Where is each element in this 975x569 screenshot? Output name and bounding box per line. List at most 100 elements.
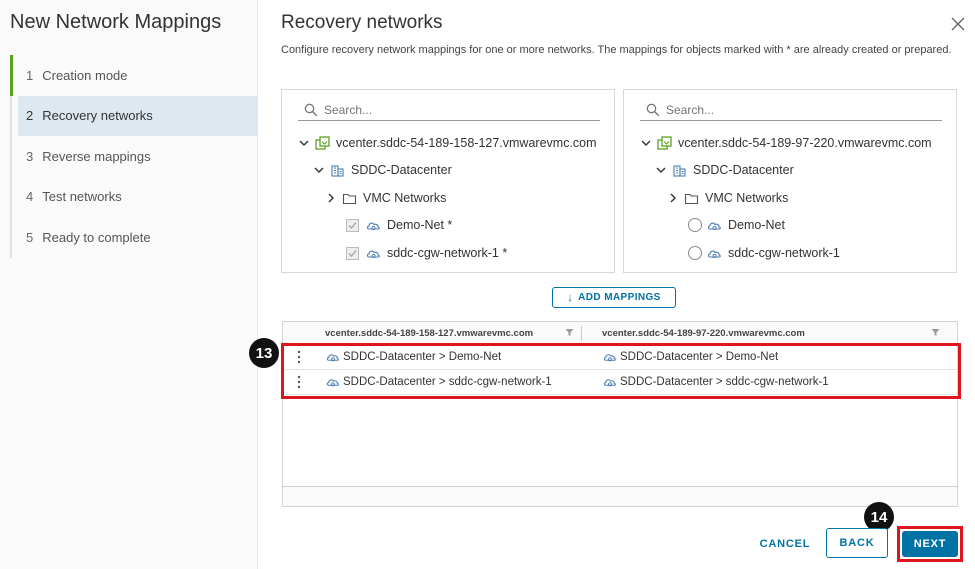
- wizard-title: New Network Mappings: [10, 11, 222, 33]
- network-icon: [707, 222, 721, 230]
- annotation-badge: 14: [864, 502, 894, 532]
- vcenter-icon: [657, 135, 672, 150]
- step-label: Recovery networks: [42, 108, 153, 124]
- tree-label: SDDC-Datacenter: [693, 163, 794, 177]
- step-number: 2: [26, 108, 34, 124]
- chevron-down-icon[interactable]: [298, 137, 310, 149]
- chevron-right-icon[interactable]: [667, 192, 679, 204]
- radio-button[interactable]: [688, 218, 702, 232]
- annotation-highlight-rows: [281, 343, 961, 399]
- tree-label: Demo-Net *: [387, 218, 453, 232]
- search-icon: [646, 103, 660, 116]
- target-network-tree: vcenter.sddc-54-189-97-220.vmwarevmc.com…: [623, 89, 957, 273]
- cancel-button[interactable]: CANCEL: [759, 538, 811, 550]
- tree-node-network[interactable]: sddc-cgw-network-1: [688, 244, 840, 262]
- tree-label: vcenter.sddc-54-189-158-127.vmwarevmc.co…: [336, 136, 597, 150]
- grid-footer: [283, 486, 957, 506]
- folder-icon: [342, 193, 357, 204]
- target-cell: SDDC-Datacenter > Demo-Net: [603, 350, 778, 364]
- close-icon[interactable]: [948, 14, 968, 34]
- kebab-menu-icon[interactable]: [296, 349, 302, 365]
- table-row[interactable]: SDDC-Datacenter > sddc-cgw-network-1 SDD…: [283, 370, 957, 395]
- chevron-right-icon[interactable]: [325, 192, 337, 204]
- tree-node-vcenter[interactable]: vcenter.sddc-54-189-97-220.vmwarevmc.com: [640, 134, 932, 152]
- tree-label: SDDC-Datacenter: [351, 163, 452, 177]
- step-recovery-networks[interactable]: 2 Recovery networks: [18, 95, 258, 136]
- tree-node-network[interactable]: Demo-Net: [688, 216, 785, 234]
- cell-text: SDDC-Datacenter > Demo-Net: [343, 351, 502, 363]
- tree-node-folder[interactable]: VMC Networks: [667, 189, 788, 207]
- network-icon: [366, 250, 380, 258]
- filter-icon[interactable]: [931, 328, 940, 337]
- step-label: Test networks: [42, 189, 122, 205]
- tree-label: Demo-Net: [728, 218, 785, 232]
- column-header-target[interactable]: vcenter.sddc-54-189-97-220.vmwarevmc.com: [602, 328, 805, 339]
- tree-label: VMC Networks: [705, 191, 789, 205]
- source-network-tree: vcenter.sddc-54-189-158-127.vmwarevmc.co…: [281, 89, 615, 273]
- step-label: Reverse mappings: [42, 148, 151, 164]
- target-search[interactable]: [640, 99, 942, 121]
- wizard-nav: New Network Mappings 1 Creation mode 2 R…: [0, 0, 258, 569]
- cell-text: SDDC-Datacenter > sddc-cgw-network-1: [620, 376, 829, 388]
- tree-node-vcenter[interactable]: vcenter.sddc-54-189-158-127.vmwarevmc.co…: [298, 134, 597, 152]
- step-test-networks[interactable]: 4 Test networks: [12, 177, 258, 218]
- vcenter-icon: [315, 135, 330, 150]
- network-icon: [326, 354, 339, 362]
- network-icon: [707, 250, 721, 258]
- tree-label: VMC Networks: [363, 191, 447, 205]
- search-input[interactable]: [324, 102, 584, 117]
- tree-label: vcenter.sddc-54-189-97-220.vmwarevmc.com: [678, 136, 932, 150]
- datacenter-icon: [331, 164, 344, 177]
- annotation-highlight-next: NEXT: [897, 526, 963, 562]
- step-number: 5: [26, 229, 34, 245]
- add-mappings-button[interactable]: ↓ ADD MAPPINGS: [552, 287, 676, 308]
- arrow-down-icon: ↓: [567, 291, 574, 304]
- search-input[interactable]: [666, 102, 926, 117]
- source-cell: SDDC-Datacenter > Demo-Net: [326, 350, 501, 364]
- source-search[interactable]: [298, 99, 600, 121]
- checkbox-checked[interactable]: [346, 218, 359, 232]
- step-label: Ready to complete: [42, 229, 151, 245]
- tree-node-folder[interactable]: VMC Networks: [325, 189, 446, 207]
- step-reverse-mappings[interactable]: 3 Reverse mappings: [12, 136, 258, 177]
- checkbox-checked[interactable]: [346, 246, 359, 260]
- network-icon: [603, 354, 616, 362]
- mappings-grid: vcenter.sddc-54-189-158-127.vmwarevmc.co…: [282, 321, 958, 507]
- step-number: 3: [26, 148, 34, 164]
- datacenter-icon: [673, 164, 686, 177]
- cell-text: SDDC-Datacenter > Demo-Net: [620, 351, 779, 363]
- grid-header: vcenter.sddc-54-189-158-127.vmwarevmc.co…: [283, 322, 957, 345]
- network-icon: [366, 222, 380, 230]
- tree-label: sddc-cgw-network-1 *: [387, 246, 508, 260]
- chevron-down-icon[interactable]: [640, 137, 652, 149]
- chevron-down-icon[interactable]: [313, 164, 325, 176]
- page-title: Recovery networks: [281, 12, 443, 33]
- source-cell: SDDC-Datacenter > sddc-cgw-network-1: [326, 375, 552, 389]
- step-creation-mode[interactable]: 1 Creation mode: [10, 55, 258, 96]
- next-button[interactable]: NEXT: [902, 531, 958, 557]
- step-label: Creation mode: [42, 67, 128, 83]
- column-divider[interactable]: [581, 326, 582, 341]
- network-icon: [326, 379, 339, 387]
- kebab-menu-icon[interactable]: [296, 374, 302, 390]
- step-ready-to-complete[interactable]: 5 Ready to complete: [12, 217, 258, 258]
- search-icon: [304, 103, 318, 116]
- filter-icon[interactable]: [565, 328, 574, 337]
- network-icon: [603, 379, 616, 387]
- table-row[interactable]: SDDC-Datacenter > Demo-Net SDDC-Datacent…: [283, 345, 957, 370]
- tree-node-network[interactable]: Demo-Net *: [346, 216, 452, 234]
- column-header-source[interactable]: vcenter.sddc-54-189-158-127.vmwarevmc.co…: [325, 328, 534, 339]
- tree-label: sddc-cgw-network-1: [728, 246, 840, 260]
- wizard-steps: 1 Creation mode 2 Recovery networks 3 Re…: [10, 55, 258, 258]
- tree-node-datacenter[interactable]: SDDC-Datacenter: [655, 161, 794, 179]
- back-button[interactable]: BACK: [826, 528, 888, 558]
- page-description: Configure recovery network mappings for …: [281, 44, 952, 56]
- tree-node-datacenter[interactable]: SDDC-Datacenter: [313, 161, 452, 179]
- tree-node-network[interactable]: sddc-cgw-network-1 *: [346, 244, 507, 262]
- step-number: 4: [26, 189, 34, 205]
- annotation-badge: 13: [249, 338, 279, 368]
- chevron-down-icon[interactable]: [655, 164, 667, 176]
- radio-button[interactable]: [688, 246, 702, 260]
- target-cell: SDDC-Datacenter > sddc-cgw-network-1: [603, 375, 829, 389]
